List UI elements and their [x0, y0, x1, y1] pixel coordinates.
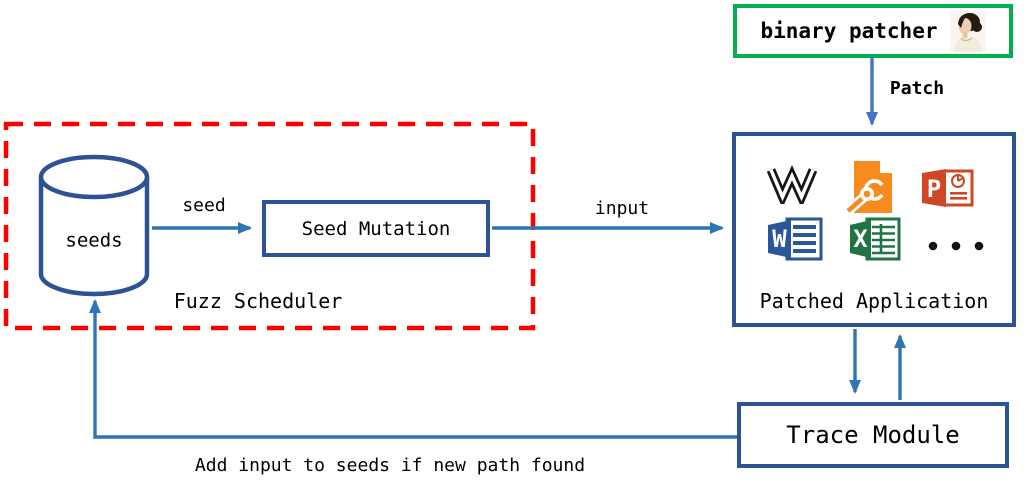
foxit-pdf-icon	[844, 161, 892, 215]
excel-icon: X	[850, 217, 901, 261]
woman-portrait-icon	[949, 10, 986, 52]
patched-application-node: P W X Patched Application	[732, 132, 1016, 327]
patch-arrow-label: Patch	[889, 78, 945, 99]
patched-application-label: Patched Application	[759, 289, 989, 313]
seed-arrow-label: seed	[182, 195, 226, 216]
seed-mutation-node: Seed Mutation	[262, 200, 490, 257]
binary-patcher-node: binary patcher	[733, 4, 1013, 58]
word-letter: W	[772, 225, 787, 253]
input-arrow-label: input	[594, 198, 650, 219]
more-apps-ellipsis	[928, 241, 984, 251]
fuzz-scheduler-label: Fuzz Scheduler	[173, 289, 343, 313]
cylinder-top	[38, 154, 150, 200]
binary-patcher-label: binary patcher	[760, 19, 938, 43]
excel-letter: X	[853, 225, 868, 253]
seeds-cylinder	[38, 154, 150, 297]
cylinder-body	[38, 177, 150, 297]
feedback-note: Add input to seeds if new path found	[194, 455, 586, 476]
seeds-label: seeds	[65, 229, 123, 252]
trace-module-label: Trace Module	[786, 421, 960, 449]
seed-mutation-label: Seed Mutation	[301, 217, 451, 240]
feedback-arrow	[89, 299, 737, 439]
trace-module-node: Trace Module	[737, 402, 1009, 468]
powerpoint-icon: P	[922, 169, 974, 207]
word-icon: W	[768, 217, 823, 261]
wps-writer-icon	[766, 165, 818, 204]
powerpoint-letter: P	[927, 175, 941, 203]
